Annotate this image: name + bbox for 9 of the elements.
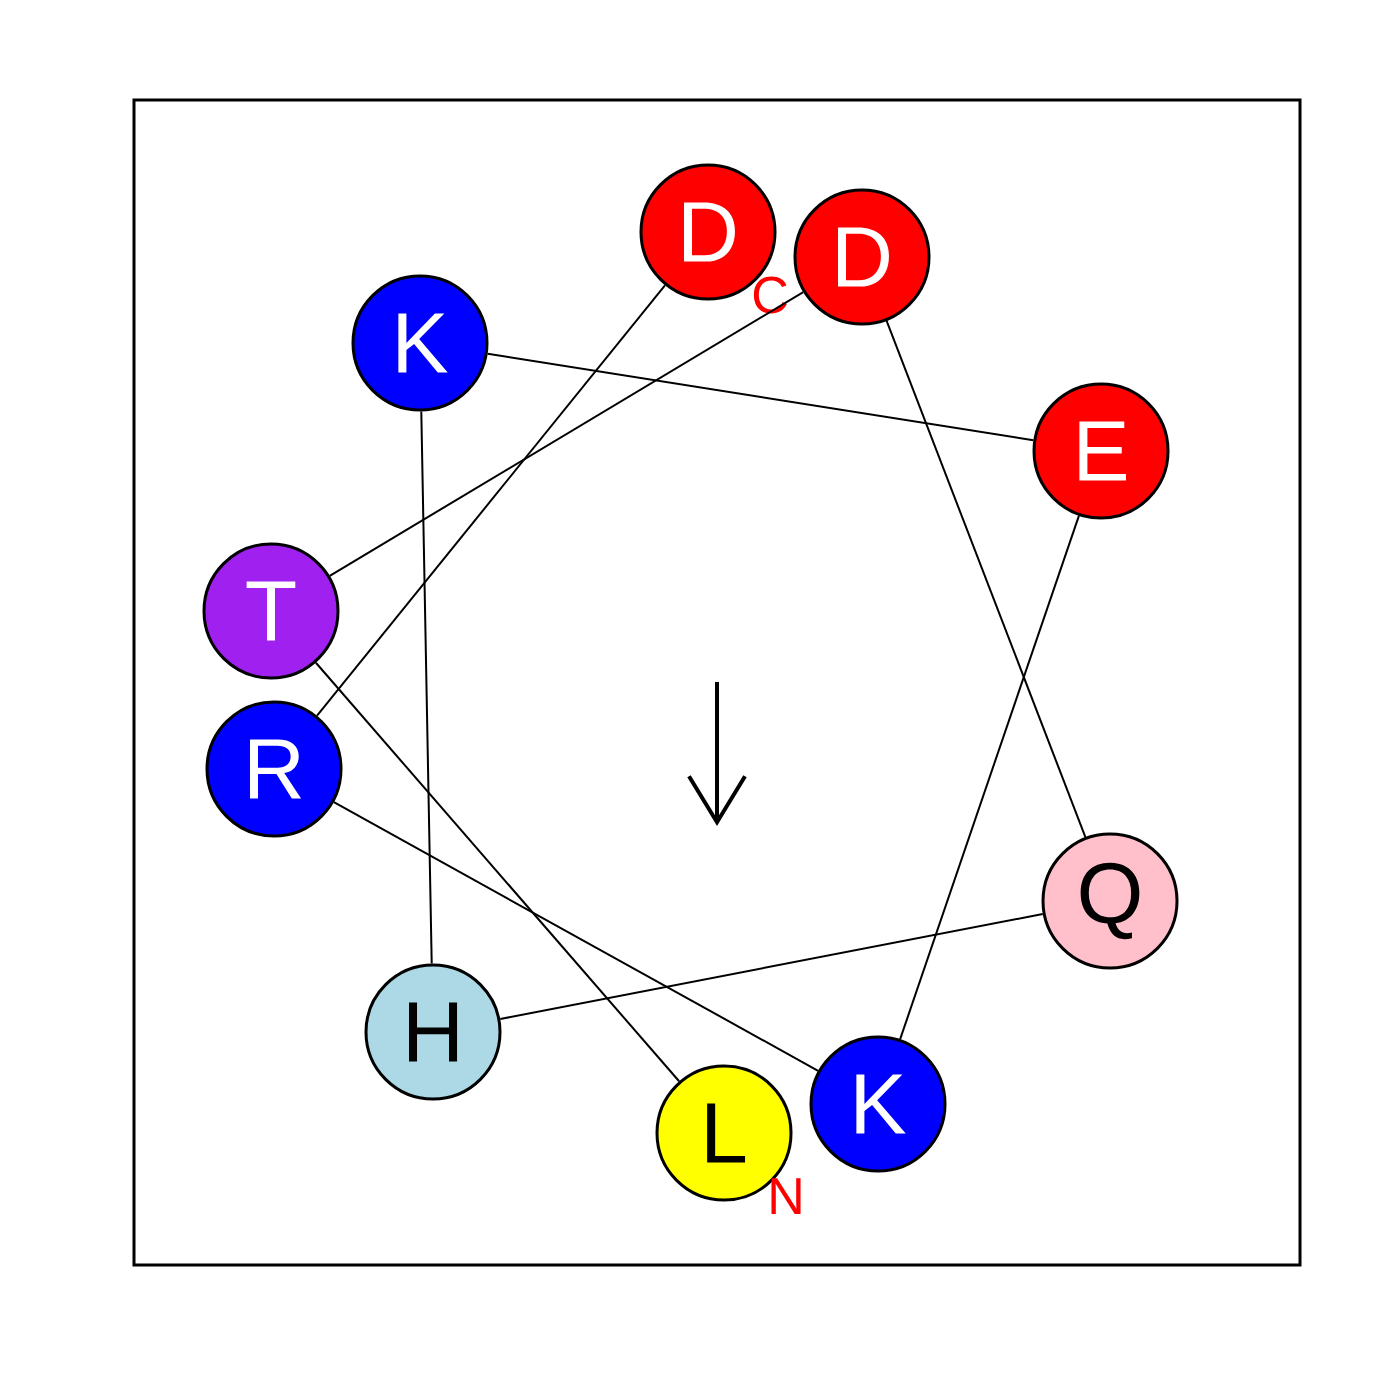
connector-line	[328, 291, 805, 577]
connector-line	[499, 913, 1044, 1020]
connector-line	[316, 284, 666, 717]
connector-line	[899, 514, 1080, 1041]
connector-line	[486, 352, 1035, 442]
connector-line	[332, 801, 820, 1072]
connector-line	[885, 319, 1087, 839]
connector-line	[420, 410, 433, 965]
connector-line	[314, 661, 681, 1083]
